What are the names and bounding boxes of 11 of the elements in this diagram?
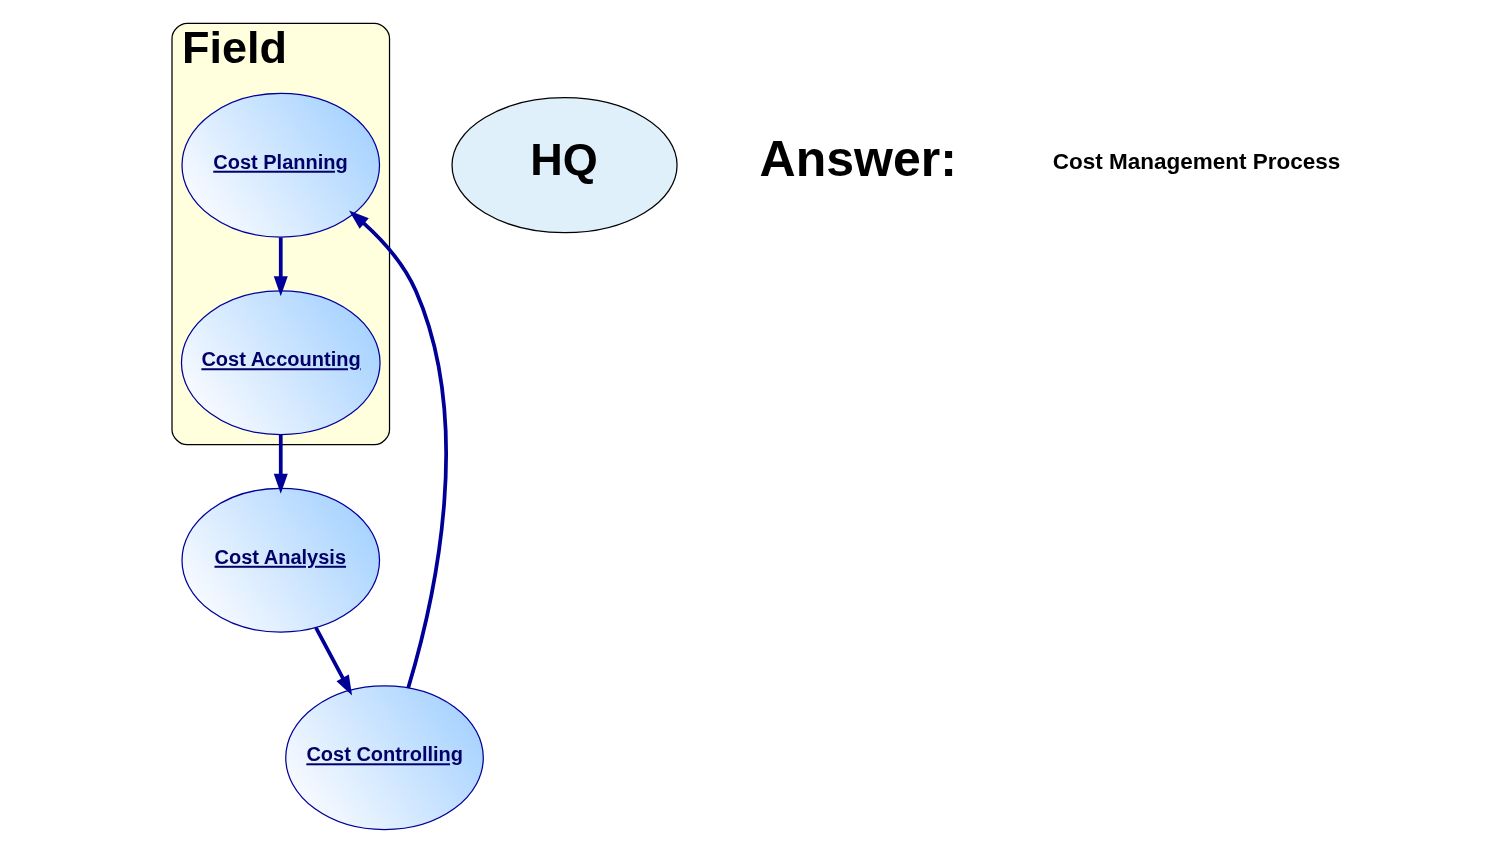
label: Cost Management Process — [1052, 149, 1340, 175]
arrow — [348, 210, 448, 689]
label: Answer: — [759, 131, 957, 188]
node-ellipse: HQ — [450, 97, 678, 234]
node-ellipse: Cost Planning — [180, 92, 380, 238]
arrow — [273, 237, 288, 297]
node-ellipse: Cost Accounting — [180, 290, 381, 436]
node-ellipse: Cost Analysis — [180, 487, 380, 633]
node-ellipse: Cost Controlling — [284, 685, 484, 831]
arrow — [273, 434, 288, 494]
arrow — [313, 626, 352, 696]
